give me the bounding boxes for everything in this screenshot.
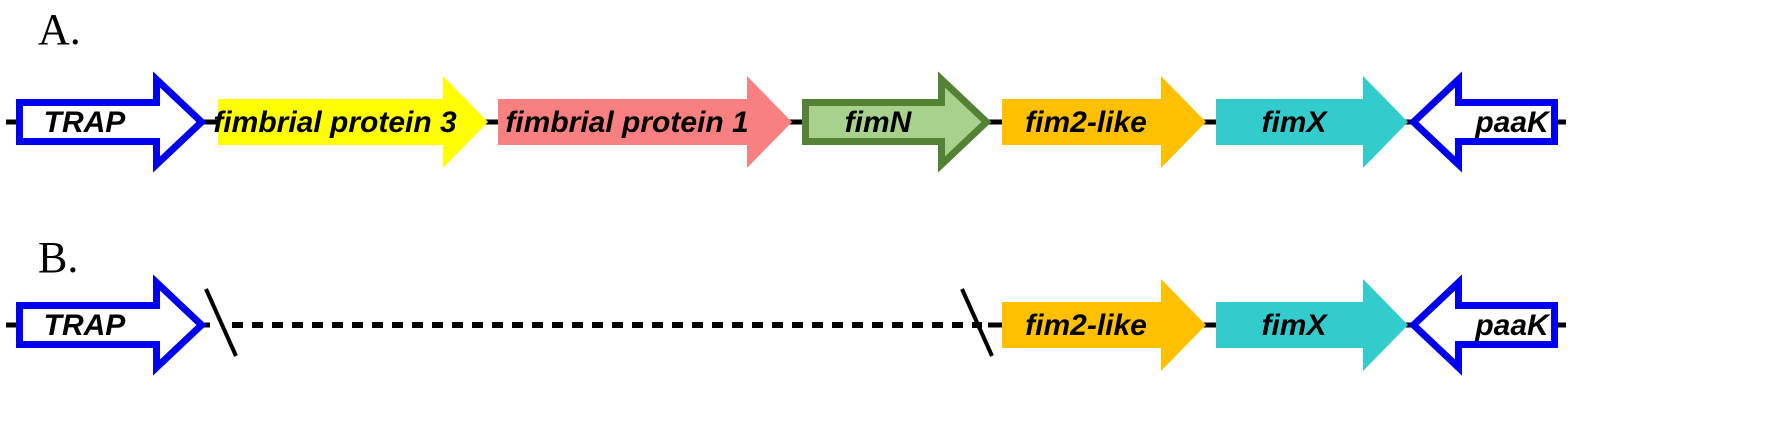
gene-arrow-paak: paaK xyxy=(1408,71,1558,173)
gene-arrow-shape-fimbrial-protein-1 xyxy=(498,76,792,168)
gene-label-trap: TRAP xyxy=(44,106,127,139)
gene-arrow-shape-fimbrial-protein-3 xyxy=(218,76,488,168)
panel-a-gene-map: TRAP fimbrial protein 3 fimbrial protein 1… xyxy=(6,71,1566,173)
gene-arrow-fim2-like: fim2-like xyxy=(1002,279,1206,371)
gene-arrow-shape-paak xyxy=(1408,71,1558,173)
panel-b-gene-map: TRAP fim2-like fimX paaK xyxy=(6,274,1566,376)
break-mark-left xyxy=(204,288,238,357)
gene-label-fimx: fimX xyxy=(1261,106,1328,139)
gene-label-fimn: fimN xyxy=(845,106,913,139)
gene-label-trap: TRAP xyxy=(44,309,127,342)
gene-arrow-shape-fimx xyxy=(1216,76,1408,168)
gene-arrow-trap: TRAP xyxy=(16,274,207,376)
panel-b-label: B. xyxy=(38,233,79,282)
gene-arrow-shape-trap xyxy=(16,274,207,376)
gene-label-fim2-like: fim2-like xyxy=(1025,106,1147,139)
gene-arrow-fimx: fimX xyxy=(1216,76,1408,168)
gene-arrow-shape-trap xyxy=(16,71,207,173)
gene-label-paak: paaK xyxy=(1474,309,1551,342)
gene-arrow-fimn: fimN xyxy=(802,71,992,173)
gene-label-fimx: fimX xyxy=(1261,309,1328,342)
gene-arrow-shape-fimn xyxy=(802,71,992,173)
panel-a-label: A. xyxy=(38,5,81,54)
gene-arrow-trap: TRAP xyxy=(16,71,207,173)
gene-arrow-paak: paaK xyxy=(1408,274,1558,376)
gene-arrow-fimbrial-protein-3: fimbrial protein 3 xyxy=(213,76,488,168)
gene-arrow-shape-paak xyxy=(1408,274,1558,376)
gene-arrow-fimbrial-protein-1: fimbrial protein 1 xyxy=(498,76,792,168)
gene-arrow-fim2-like: fim2-like xyxy=(1002,76,1206,168)
break-mark-right xyxy=(960,288,994,357)
gene-label-paak: paaK xyxy=(1474,106,1551,139)
gene-arrow-fimx: fimX xyxy=(1216,279,1408,371)
gene-arrow-shape-fim2-like xyxy=(1002,76,1206,168)
gene-label-fim2-like: fim2-like xyxy=(1025,309,1147,342)
gene-arrow-shape-fimx xyxy=(1216,279,1408,371)
gene-label-fimbrial-protein-1: fimbrial protein 1 xyxy=(505,106,748,139)
gene-label-fimbrial-protein-3: fimbrial protein 3 xyxy=(213,106,457,139)
gene-arrow-shape-fim2-like xyxy=(1002,279,1206,371)
